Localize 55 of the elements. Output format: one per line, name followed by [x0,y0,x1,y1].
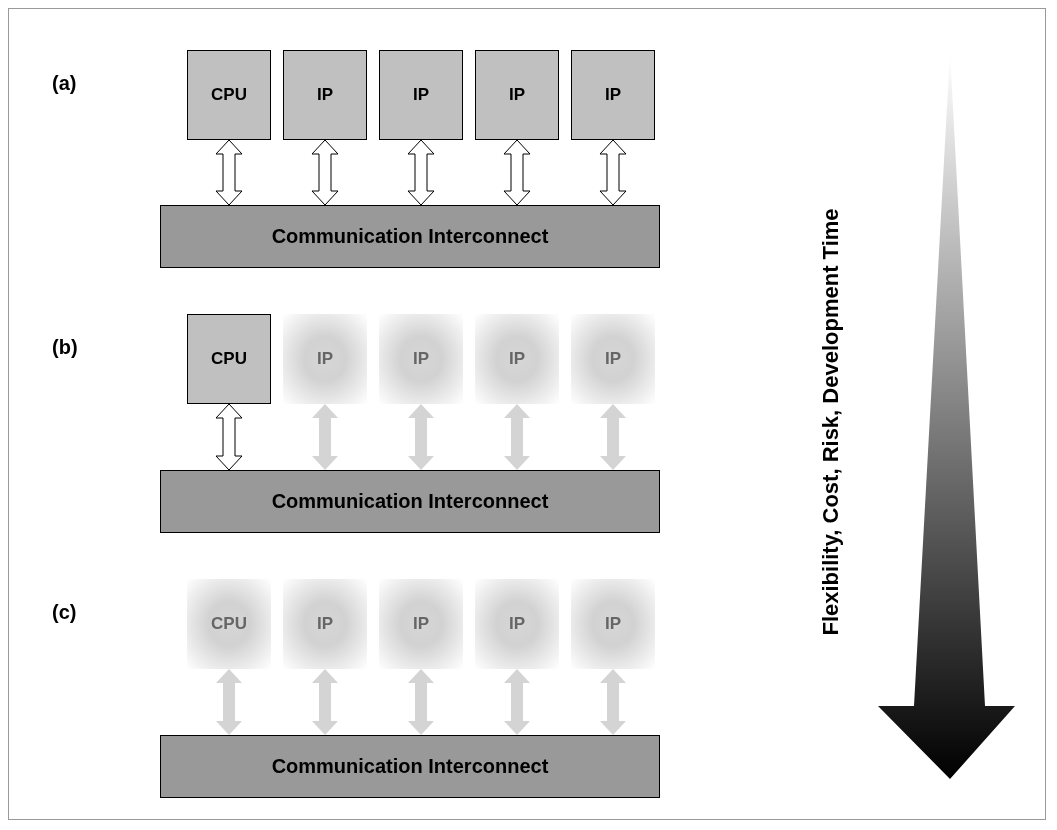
block-label: IP [604,614,622,634]
row-label: (c) [52,601,77,624]
block-label: IP [604,349,622,369]
double-arrow [312,404,338,470]
block-label: Communication Interconnect [271,755,549,778]
double-arrow [311,139,339,206]
block-label: IP [508,85,526,105]
block-label: IP [508,614,526,634]
block-label: IP [316,85,334,105]
faded-ip-block [571,579,655,669]
double-arrow [215,139,243,206]
block-label: IP [316,614,334,634]
interconnect-bar [160,470,660,533]
ip-block [379,50,463,140]
double-arrow [215,403,243,471]
double-arrow [599,139,627,206]
faded-ip-block [283,314,367,404]
ip-block [187,50,271,140]
double-arrow [503,139,531,206]
ip-block [475,50,559,140]
faded-ip-block [379,314,463,404]
double-arrow [407,139,435,206]
ip-block [571,50,655,140]
block-label: CPU [211,349,247,369]
row-label: (b) [52,336,78,359]
ip-block [283,50,367,140]
block-label: Communication Interconnect [271,225,549,248]
double-arrow [504,669,530,735]
double-arrow [600,404,626,470]
block-label: IP [604,85,622,105]
block-label: CPU [211,85,247,105]
faded-ip-block [379,579,463,669]
block-label: IP [412,85,430,105]
block-label: IP [508,349,526,369]
block-label: CPU [211,614,247,634]
double-arrow [408,404,434,470]
interconnect-bar [160,205,660,268]
axis-caption: Flexibility, Cost, Risk, Development Time [818,208,844,636]
interconnect-bar [160,735,660,798]
ip-block [187,314,271,404]
block-label: Communication Interconnect [271,490,549,513]
double-arrow [312,669,338,735]
block-label: IP [412,349,430,369]
faded-ip-block [475,314,559,404]
block-label: IP [316,349,334,369]
faded-ip-block [283,579,367,669]
block-label: IP [412,614,430,634]
double-arrow [408,669,434,735]
double-arrow [600,669,626,735]
faded-ip-block [571,314,655,404]
double-arrow [504,404,530,470]
row-label: (a) [52,72,77,95]
faded-ip-block [475,579,559,669]
faded-ip-block [187,579,271,669]
double-arrow [216,669,242,735]
